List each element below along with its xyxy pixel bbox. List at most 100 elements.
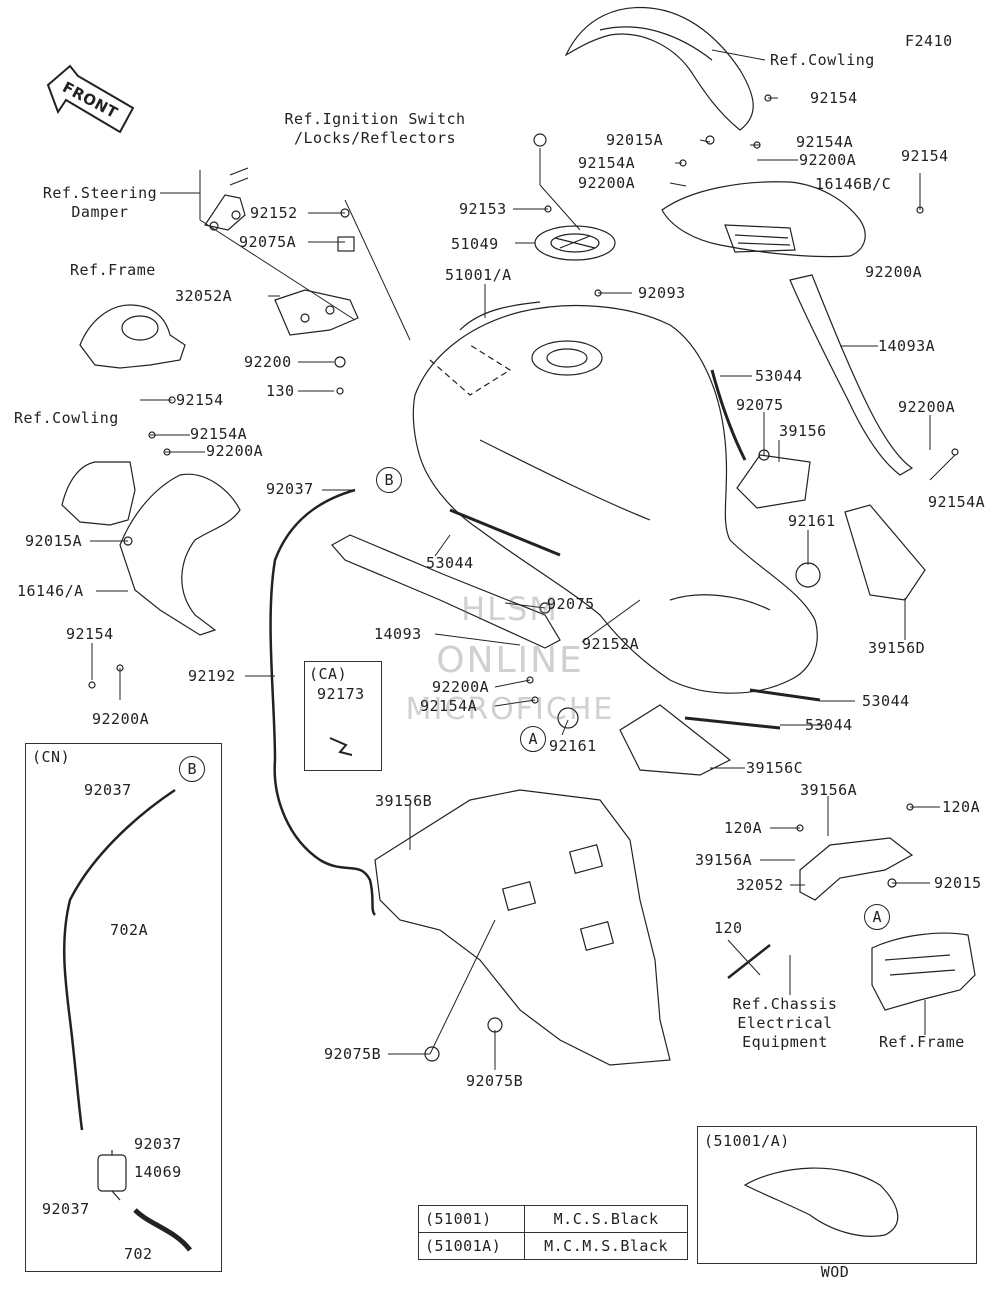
heat-shield-part [374, 789, 671, 1066]
color-table: (51001) M.C.S.Black (51001A) M.C.M.S.Bla… [417, 1205, 688, 1260]
part-label: 92200A [432, 678, 490, 696]
part-label: 14093A [878, 337, 936, 355]
part-label: 92037 [42, 1200, 90, 1218]
part-label: 92154A [796, 133, 854, 151]
ref-cowling-top: Ref.Cowling [770, 51, 875, 69]
ref-cowling-left: Ref.Cowling [14, 409, 119, 427]
part-label: 39156A [695, 851, 753, 869]
part-label: 92200A [799, 151, 857, 169]
ref-frame-right: Ref.Frame [879, 1033, 965, 1051]
part-label: 92037 [134, 1135, 182, 1153]
watermark-line1: HLSM [461, 590, 559, 628]
part-label: 92153 [459, 200, 507, 218]
table-cell-color: M.C.S.Black [524, 1205, 688, 1233]
side-cover-right-part [661, 181, 866, 258]
part-label: 92200A [898, 398, 956, 416]
part-label: 39156A [800, 781, 858, 799]
pad-39156D-part [844, 504, 926, 601]
part-label: 32052A [175, 287, 233, 305]
callout-a: A [864, 904, 890, 930]
part-label: 14093 [374, 625, 422, 643]
callout-b: B [376, 467, 402, 493]
part-label: 92200A [865, 263, 923, 281]
part-label: 92154A [420, 697, 478, 715]
part-label: 51001/A [445, 266, 512, 284]
wod-caption: WOD [820, 1263, 850, 1281]
ref-ignition-switch: Ref.Ignition Switch /Locks/Reflectors [284, 110, 466, 147]
part-label: 92154A [190, 425, 248, 443]
strip-53044-mid-part [449, 508, 561, 557]
part-label: 702 [124, 1245, 153, 1263]
part-label: 92154 [901, 147, 949, 165]
callout-a: A [520, 726, 546, 752]
table-row: (51001) M.C.S.Black [417, 1205, 688, 1233]
steering-bracket-part [204, 194, 246, 231]
watermark-line3: MICROFICHE [405, 692, 615, 727]
ca-title: (CA) [309, 665, 348, 683]
part-label: 39156D [868, 639, 926, 657]
ref-frame-left: Ref.Frame [70, 261, 156, 279]
diagram-code: F2410 [905, 32, 953, 50]
table-row: (51001A) M.C.M.S.Black [417, 1232, 688, 1260]
watermark-line2: ONLINE [436, 640, 584, 681]
part-label: 92200A [206, 442, 264, 460]
part-label: 16146B/C [815, 175, 892, 193]
part-label: 92200 [244, 353, 292, 371]
bracket-32052A-part [274, 289, 359, 336]
fuel-tank-part [412, 301, 818, 694]
part-label: 92075B [324, 1045, 382, 1063]
pad-39156-part [736, 454, 811, 509]
strip-53044-top-part [710, 369, 747, 461]
part-label: 92200A [578, 174, 636, 192]
part-label: 92152 [250, 204, 298, 222]
part-label: 16146/A [17, 582, 84, 600]
trim-strip-right-part [789, 274, 914, 476]
callout-b: B [179, 756, 205, 782]
frame-right-part [871, 932, 976, 1011]
part-label: 92015 [934, 874, 982, 892]
part-label: 53044 [862, 692, 910, 710]
part-label: 14069 [134, 1163, 182, 1181]
part-label: 39156 [779, 422, 827, 440]
table-cell-color: M.C.M.S.Black [524, 1232, 688, 1260]
part-label: 130 [266, 382, 295, 400]
part-label: 92161 [549, 737, 597, 755]
clip-92173-part [329, 737, 353, 756]
part-label: 92037 [84, 781, 132, 799]
cn-hose-assembly [62, 788, 192, 1252]
part-label: 92154A [578, 154, 636, 172]
part-label: 32052 [736, 876, 784, 894]
part-label: 92200A [92, 710, 150, 728]
ca-variant-box: (CA) 92173 [304, 661, 382, 771]
part-label: 92152A [582, 635, 640, 653]
wod-variant-box: (51001/A) [697, 1126, 977, 1264]
part-label: 92037 [266, 480, 314, 498]
part-label: 92075 [736, 396, 784, 414]
wod-title: (51001/A) [704, 1132, 790, 1150]
frame-left-part [79, 304, 186, 369]
part-label: 53044 [426, 554, 474, 572]
strip-53044-r-part [749, 688, 821, 702]
part-label: 92015A [606, 131, 664, 149]
part-label: 120A [942, 798, 981, 816]
part-label: 39156C [746, 759, 804, 777]
hardware-bolts [88, 94, 959, 1062]
ref-chassis-electrical: Ref.Chassis Electrical Equipment [732, 995, 838, 1051]
part-label: 702A [110, 921, 149, 939]
strip-53044-r2-part [684, 716, 781, 730]
part-label: 120A [724, 819, 763, 837]
cn-variant-box: (CN) B 92037 702A 92037 14069 92037 702 [25, 743, 222, 1272]
fuel-cap-part [534, 225, 616, 261]
front-arrow-icon [46, 64, 135, 134]
tank-rail-left-part [331, 534, 561, 649]
cowling-left-part [61, 461, 241, 636]
part-label: 92161 [788, 512, 836, 530]
part-label: 92154 [176, 391, 224, 409]
part-label: 92154 [66, 625, 114, 643]
cowling-top-part [564, 6, 754, 131]
bracket-32052-part [799, 837, 914, 901]
part-label: 120 [714, 919, 743, 937]
leader-lines [90, 49, 956, 1070]
